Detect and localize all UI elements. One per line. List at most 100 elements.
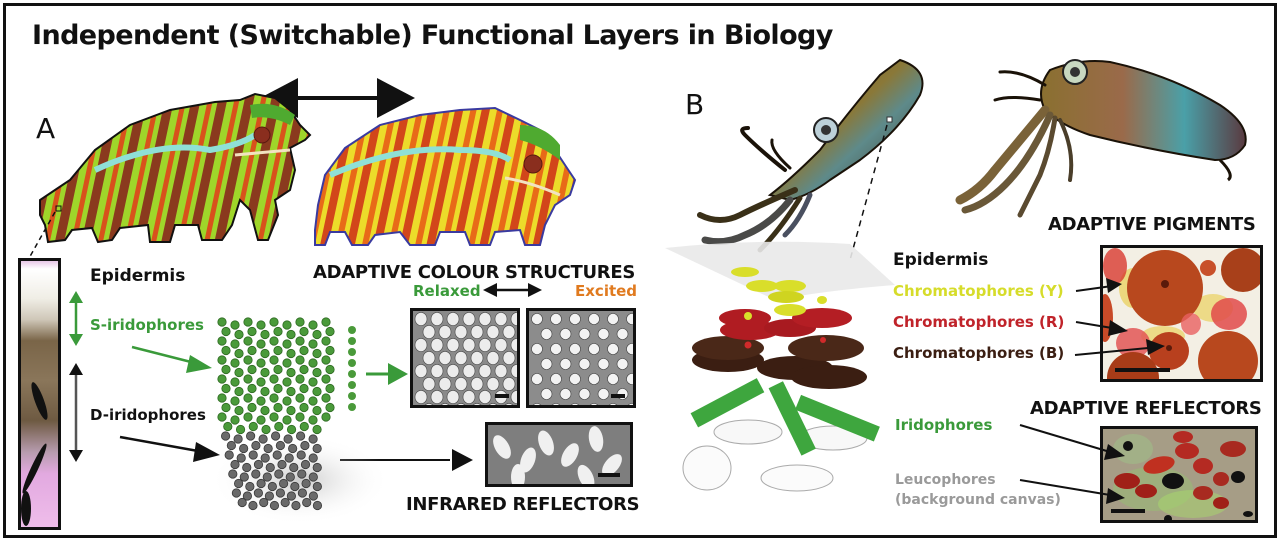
nanostructure: [607, 343, 619, 355]
nanostructure: [559, 388, 572, 400]
nanostructure: [430, 390, 444, 404]
nanostructure: [462, 364, 476, 378]
nanostructure: [430, 364, 444, 378]
figure-frame: [3, 3, 1277, 538]
excited-microscopy-image: [526, 308, 636, 408]
nanostructure: [559, 328, 572, 340]
nanostructure: [578, 328, 591, 340]
iridophores-label: Iridophores: [895, 416, 993, 434]
nanostructure: [446, 390, 460, 404]
nanostructure: [454, 351, 468, 365]
relaxed-microscopy-image: [410, 308, 520, 408]
nanostructure: [502, 325, 516, 339]
panel-a-label: A: [36, 112, 56, 145]
nanostructure: [478, 364, 492, 378]
infrared-nanostructure: [588, 426, 604, 452]
nanostructure: [589, 403, 599, 405]
leucophores-label: Leucophores: [895, 472, 996, 488]
chromatophores-b-label: Chromatophores (B): [893, 344, 1065, 362]
nanostructure: [462, 338, 476, 352]
adaptive-colour-structures-heading: ADAPTIVE COLOUR STRUCTURES: [313, 262, 635, 283]
nanostructure: [510, 364, 517, 378]
skin-cross-section-image: [18, 258, 61, 530]
nanostructure: [478, 390, 492, 404]
nanostructure: [470, 325, 484, 339]
nanostructure: [531, 313, 543, 325]
adaptive-pigments-heading: ADAPTIVE PIGMENTS: [1048, 214, 1256, 235]
nanostructure: [438, 377, 452, 391]
nanostructure: [422, 351, 436, 365]
nanostructure: [540, 358, 553, 370]
nanostructure: [494, 312, 508, 326]
chromatophores-y-label: Chromatophores (Y): [893, 282, 1064, 300]
nanostructure: [462, 390, 476, 404]
nanostructure: [550, 343, 562, 355]
nanostructure: [494, 364, 508, 378]
nanostructure: [569, 373, 581, 385]
figure-title: Independent (Switchable) Functional Laye…: [32, 20, 833, 51]
chromatophores-r-label: Chromatophores (R): [893, 313, 1065, 331]
nanostructure: [446, 338, 460, 352]
nanostructure: [616, 328, 629, 340]
adaptive-reflectors-heading: ADAPTIVE REFLECTORS: [1030, 398, 1262, 419]
s-iridophores-label: S-iridophores: [90, 316, 204, 334]
nanostructure: [540, 388, 553, 400]
relaxed-state-label: Relaxed: [413, 282, 481, 300]
infrared-nanostructure: [511, 464, 525, 484]
nanostructure: [494, 338, 508, 352]
nanostructure: [588, 373, 600, 385]
nanostructure: [588, 343, 600, 355]
scale-bar: [1115, 368, 1170, 372]
infrared-nanostructure: [577, 464, 595, 484]
nanostructure: [588, 313, 600, 325]
nanostructure: [607, 373, 619, 385]
infrared-nanostructure: [561, 443, 579, 467]
nanostructure: [597, 388, 610, 400]
nanostructure: [569, 343, 581, 355]
nanostructure: [456, 403, 466, 405]
nanostructure: [550, 373, 562, 385]
epidermis-label-b: Epidermis: [893, 250, 989, 270]
nanostructure: [578, 388, 591, 400]
nanostructure: [597, 328, 610, 340]
nanostructure: [569, 313, 581, 325]
nanostructure: [414, 338, 428, 352]
nanostructure: [510, 390, 517, 404]
infrared-nanostructure: [602, 454, 622, 476]
nanostructure: [454, 325, 468, 339]
nanostructure: [532, 403, 542, 405]
nanostructure: [486, 351, 500, 365]
nanostructure: [616, 358, 629, 370]
nanostructure: [462, 312, 476, 326]
nanostructure: [597, 358, 610, 370]
nanostructure: [608, 403, 618, 405]
nanostructure: [454, 377, 468, 391]
nanostructure: [422, 377, 436, 391]
nanostructure: [470, 351, 484, 365]
infrared-reflectors-heading: INFRARED REFLECTORS: [406, 494, 640, 515]
nanostructure: [486, 377, 500, 391]
nanostructure: [414, 312, 428, 326]
nanostructure: [626, 373, 633, 385]
nanostructure: [578, 358, 591, 370]
nanostructure: [531, 343, 543, 355]
nanostructure: [531, 373, 543, 385]
nanostructure: [440, 403, 450, 405]
nanostructure: [504, 403, 514, 405]
nanostructure: [559, 358, 572, 370]
nanostructure: [422, 325, 436, 339]
infrared-nanostructure: [520, 447, 536, 473]
adaptive-pigments-microscopy-image: [1100, 245, 1263, 382]
nanostructure: [502, 377, 516, 391]
nanostructure: [470, 377, 484, 391]
nanostructure: [446, 364, 460, 378]
infrared-nanostructure: [493, 435, 511, 459]
infrared-reflectors-microscopy-image: [485, 422, 633, 487]
panel-b-label: B: [685, 88, 705, 121]
d-iridophores-label: D-iridophores: [90, 406, 206, 424]
nanostructure: [626, 343, 633, 355]
nanostructure: [486, 325, 500, 339]
nanostructure: [510, 312, 517, 326]
nanostructure: [551, 403, 561, 405]
infrared-nanostructure: [538, 430, 554, 456]
